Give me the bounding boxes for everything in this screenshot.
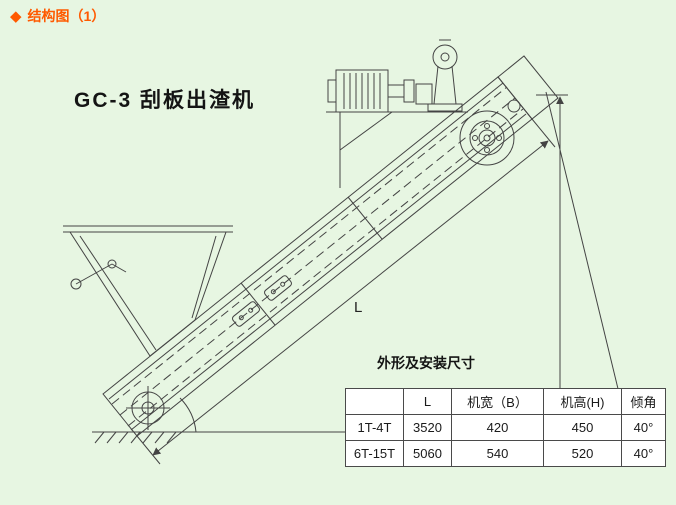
table-cell: 40° bbox=[621, 440, 666, 467]
page-header: ◆ 结构图（1） bbox=[10, 6, 105, 26]
table-cell: 3520 bbox=[403, 414, 452, 441]
diamond-icon: ◆ bbox=[10, 7, 22, 25]
table-row: 1T-4T 3520 420 450 40° bbox=[345, 414, 666, 441]
drawing-title: GC-3 刮板出渣机 bbox=[74, 89, 256, 112]
table-cell: 5060 bbox=[403, 440, 452, 467]
table-cell: 540 bbox=[451, 440, 544, 467]
table-cell: 450 bbox=[543, 414, 622, 441]
table-cell: 520 bbox=[543, 440, 622, 467]
table-row: 6T-15T 5060 540 520 40° bbox=[345, 440, 666, 467]
header-title: 结构图（1） bbox=[27, 8, 106, 24]
table-cell: 1T-4T bbox=[345, 414, 404, 441]
table-header-cell: 机宽（B） bbox=[451, 388, 544, 415]
diagram-lines bbox=[63, 39, 632, 465]
table-header-cell: L bbox=[403, 388, 452, 415]
table-header-cell bbox=[345, 388, 404, 415]
table-header-cell: 机高(H) bbox=[543, 388, 622, 415]
table-cell: 6T-15T bbox=[345, 440, 404, 467]
table-cell: 40° bbox=[621, 414, 666, 441]
dimension-label-l: L bbox=[354, 299, 362, 316]
table-header-cell: 倾角 bbox=[621, 388, 666, 415]
table-header-row: L 机宽（B） 机高(H) 倾角 bbox=[345, 388, 666, 415]
table-title: 外形及安装尺寸 bbox=[377, 355, 475, 371]
table-cell: 420 bbox=[451, 414, 544, 441]
dimensions-table: L 机宽（B） 机高(H) 倾角 1T-4T 3520 420 450 40° … bbox=[345, 388, 666, 467]
